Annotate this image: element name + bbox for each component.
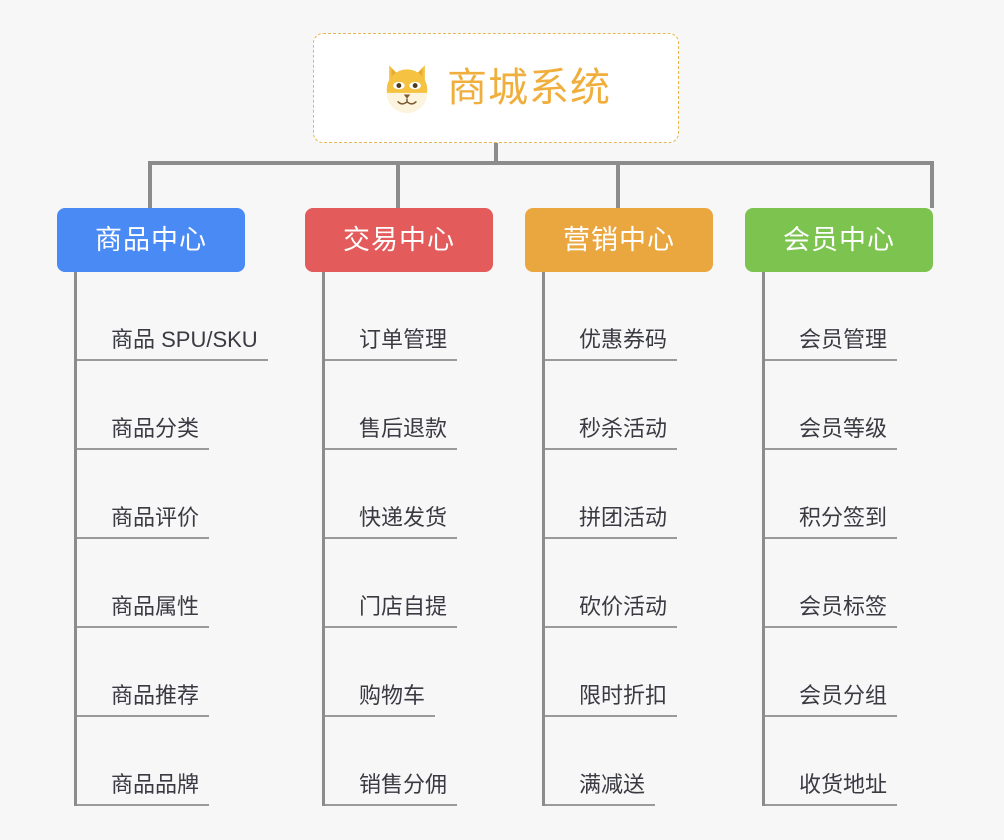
leaf-label: 快递发货: [325, 507, 458, 539]
list-item[interactable]: 商品评价: [77, 450, 245, 539]
leaf-label: 限时折扣: [545, 685, 678, 717]
leaf-label: 商品评价: [77, 507, 210, 539]
list-item[interactable]: 商品推荐: [77, 628, 245, 717]
column-marketing-center: 营销中心 优惠券码 秒杀活动 拼团活动 砍价活动 限时折扣 满减送: [525, 208, 713, 806]
list-item[interactable]: 商品属性: [77, 539, 245, 628]
list-item[interactable]: 会员分组: [765, 628, 933, 717]
leaf-label: 秒杀活动: [545, 418, 678, 450]
leaf-label: 会员管理: [765, 329, 898, 361]
list-item[interactable]: 购物车: [325, 628, 493, 717]
leaf-label: 销售分佣: [325, 774, 458, 806]
connector-drop-1: [148, 161, 152, 208]
leaf-label: 门店自提: [325, 596, 458, 628]
column-trade-center: 交易中心 订单管理 售后退款 快递发货 门店自提 购物车 销售分佣: [305, 208, 493, 806]
list-item[interactable]: 秒杀活动: [545, 361, 713, 450]
leaf-label: 商品属性: [77, 596, 210, 628]
leaf-label: 会员分组: [765, 685, 898, 717]
connector-drop-4: [930, 161, 934, 208]
leaf-label: 商品分类: [77, 418, 210, 450]
leaf-label: 拼团活动: [545, 507, 678, 539]
list-item[interactable]: 收货地址: [765, 717, 933, 806]
list-item[interactable]: 优惠券码: [545, 272, 713, 361]
root-title: 商城系统: [447, 66, 611, 110]
leaf-label: 积分签到: [765, 507, 898, 539]
list-item[interactable]: 商品分类: [77, 361, 245, 450]
leaf-label: 优惠券码: [545, 329, 678, 361]
category-header-label: 商品中心: [95, 224, 207, 255]
category-header-label: 会员中心: [783, 224, 895, 255]
leaf-list-trade-center: 订单管理 售后退款 快递发货 门店自提 购物车 销售分佣: [322, 272, 493, 806]
category-header-marketing-center[interactable]: 营销中心: [525, 208, 713, 272]
leaf-label: 砍价活动: [545, 596, 678, 628]
list-item[interactable]: 销售分佣: [325, 717, 493, 806]
list-item[interactable]: 订单管理: [325, 272, 493, 361]
leaf-list-marketing-center: 优惠券码 秒杀活动 拼团活动 砍价活动 限时折扣 满减送: [542, 272, 713, 806]
leaf-label: 商品品牌: [77, 774, 210, 806]
list-item[interactable]: 快递发货: [325, 450, 493, 539]
list-item[interactable]: 商品品牌: [77, 717, 245, 806]
leaf-label: 商品推荐: [77, 685, 210, 717]
category-header-member-center[interactable]: 会员中心: [745, 208, 933, 272]
list-item[interactable]: 拼团活动: [545, 450, 713, 539]
category-header-trade-center[interactable]: 交易中心: [305, 208, 493, 272]
leaf-label: 会员标签: [765, 596, 898, 628]
leaf-list-member-center: 会员管理 会员等级 积分签到 会员标签 会员分组 收货地址: [762, 272, 933, 806]
list-item[interactable]: 满减送: [545, 717, 713, 806]
leaf-label: 满减送: [545, 774, 656, 806]
list-item[interactable]: 积分签到: [765, 450, 933, 539]
leaf-label: 购物车: [325, 685, 436, 717]
column-member-center: 会员中心 会员管理 会员等级 积分签到 会员标签 会员分组 收货地址: [745, 208, 933, 806]
list-item[interactable]: 会员标签: [765, 539, 933, 628]
leaf-label: 售后退款: [325, 418, 458, 450]
leaf-label: 商品 SPU/SKU: [77, 329, 268, 361]
connector-root-stem: [494, 143, 498, 165]
category-header-label: 交易中心: [343, 224, 455, 255]
column-product-center: 商品中心 商品 SPU/SKU 商品分类 商品评价 商品属性 商品推荐 商品品牌: [57, 208, 268, 806]
leaf-label: 订单管理: [325, 329, 458, 361]
connector-drop-2: [396, 161, 400, 208]
list-item[interactable]: 砍价活动: [545, 539, 713, 628]
list-item[interactable]: 售后退款: [325, 361, 493, 450]
list-item[interactable]: 商品 SPU/SKU: [77, 272, 268, 361]
leaf-label: 收货地址: [765, 774, 898, 806]
list-item[interactable]: 会员管理: [765, 272, 933, 361]
list-item[interactable]: 限时折扣: [545, 628, 713, 717]
list-item[interactable]: 会员等级: [765, 361, 933, 450]
list-item[interactable]: 门店自提: [325, 539, 493, 628]
connector-horizontal-bus: [148, 161, 934, 165]
category-header-product-center[interactable]: 商品中心: [57, 208, 245, 272]
category-header-label: 营销中心: [563, 224, 675, 255]
connector-drop-3: [616, 161, 620, 208]
shiba-dog-face-icon: [386, 65, 428, 114]
root-node-shop-system[interactable]: 商城系统: [313, 33, 679, 143]
leaf-list-product-center: 商品 SPU/SKU 商品分类 商品评价 商品属性 商品推荐 商品品牌: [74, 272, 268, 806]
leaf-label: 会员等级: [765, 418, 898, 450]
